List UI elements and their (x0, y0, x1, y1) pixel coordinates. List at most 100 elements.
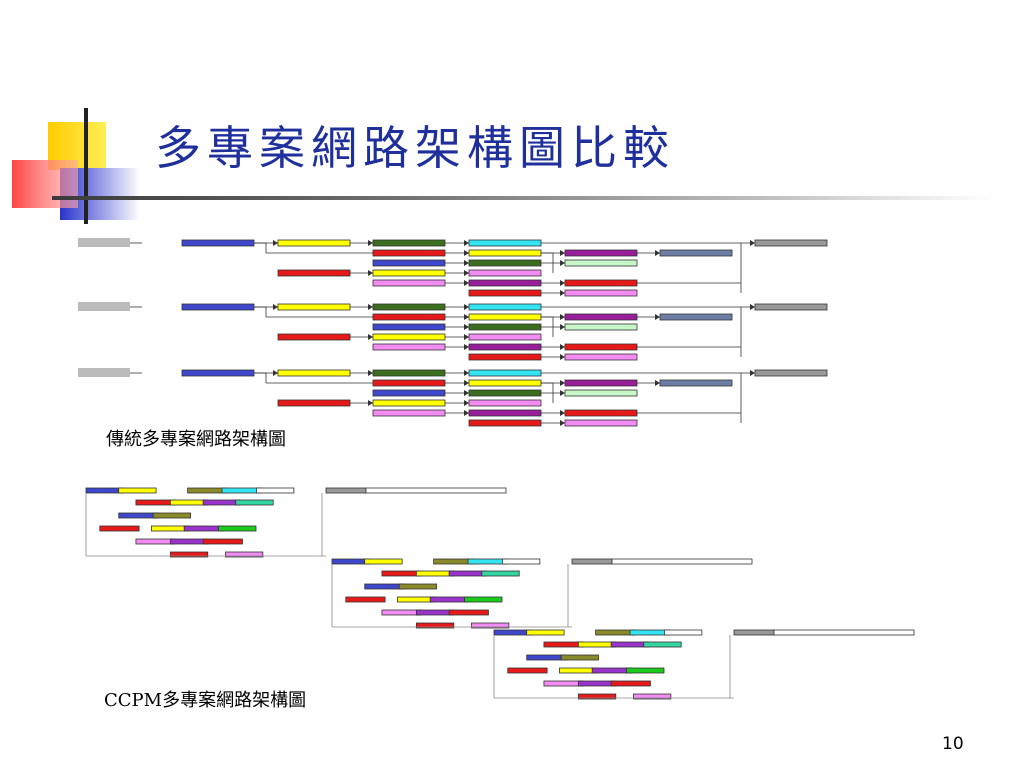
ccpm-p2-segment-6 (415, 570, 455, 577)
trad-p3-task-r1-t1 (468, 379, 542, 387)
trad-p2-arrow-r1-t3 (655, 314, 660, 320)
ccpm-p2-segment-3 (467, 558, 508, 565)
trad-p1-arrow-r0-t1 (273, 240, 278, 246)
trad-p1-task-r3-t1 (372, 269, 446, 277)
trad-p3-arrow-r3-t1 (368, 400, 373, 406)
ccpm-p1-segment-14 (218, 525, 257, 532)
trad-p3-task-r3-t2 (468, 399, 542, 407)
trad-p1-task-r1-t1 (468, 249, 542, 257)
trad-p3-task-r0-t4 (754, 369, 828, 377)
ccpm-p2-segment-16 (415, 609, 455, 616)
trad-p2-arrow-r1-t1 (464, 314, 469, 320)
ccpm-p2-segment-10 (398, 583, 437, 590)
ccpm-p2-segment-9 (364, 583, 405, 590)
ccpm-p1-segment-15 (135, 538, 176, 545)
ccpm-p3-segment-17 (610, 680, 651, 687)
ccpm-p3-segment-14 (626, 667, 665, 674)
trad-p1-task-r2-t2 (564, 259, 638, 267)
trad-p2-arrow-r5-t1 (560, 354, 565, 360)
trad-p1-task-r0-t2 (372, 239, 446, 247)
trad-p1-arrow-r2-t2 (560, 260, 565, 266)
trad-p2-arrow-r4-t1 (464, 344, 469, 350)
trad-p2-arrow-r4-t2 (560, 344, 565, 350)
ccpm-p1-segment-19 (225, 551, 264, 558)
trad-p1-task-r1-t3 (659, 249, 733, 257)
trad-p1-task-r0-t0 (181, 239, 255, 247)
trad-p1-label-stub (78, 238, 130, 247)
ccpm-p1-segment-18 (169, 551, 209, 558)
trad-p3-task-r4-t0 (372, 409, 446, 417)
ccpm-p2-segment-17 (448, 609, 489, 616)
trad-p2-task-r2-t1 (468, 323, 542, 331)
ccpm-p3-segment-1 (526, 629, 565, 636)
trad-p2-task-r1-t0 (372, 313, 446, 321)
trad-p3-task-r5-t1 (564, 419, 638, 427)
ccpm-p2-segment-1 (364, 558, 403, 565)
trad-p2-task-r0-t4 (754, 303, 828, 311)
ccpm-p1-segment-10 (152, 512, 191, 519)
ccpm-p3-segment-2 (595, 629, 636, 636)
ccpm-p2-segment-2 (433, 558, 474, 565)
trad-p2-arrow-r1-t2 (560, 314, 565, 320)
trad-p1-task-r4-t2 (564, 279, 638, 287)
trad-p3-arrow-r4-t1 (464, 410, 469, 416)
trad-p2-task-r0-t3 (468, 303, 542, 311)
trad-p1-task-r2-t0 (372, 259, 446, 267)
ccpm-p1-segment-8 (235, 499, 274, 506)
ccpm-p1-segment-2 (187, 487, 228, 494)
trad-p3-task-r1-t2 (564, 379, 638, 387)
trad-p3-arrow-r0-t4 (750, 370, 755, 376)
ccpm-p3-segment-0 (493, 629, 532, 636)
network-diagrams (78, 238, 915, 700)
ccpm-p3-segment-13 (591, 667, 632, 674)
ccpm-p1-segment-9 (118, 512, 159, 519)
ccpm-p1-segment-1 (118, 487, 157, 494)
ccpm-p3-segment-11 (507, 667, 548, 674)
ccpm-p3-segment-7 (610, 641, 649, 648)
trad-p1-arrow-r0-t2 (368, 240, 373, 246)
trad-p3-arrow-r0-t3 (464, 370, 469, 376)
trad-p3-task-r3-t0 (277, 399, 351, 407)
trad-p1-task-r5-t0 (468, 289, 542, 297)
ccpm-p2-segment-13 (429, 596, 470, 603)
trad-p3-task-r2-t0 (372, 389, 446, 397)
trad-p3-arrow-r1-t3 (655, 380, 660, 386)
trad-p1-task-r5-t1 (564, 289, 638, 297)
ccpm-p3-segment-6 (577, 641, 617, 648)
trad-p1-arrow-r4-t2 (560, 280, 565, 286)
trad-p1-task-r3-t0 (277, 269, 351, 277)
trad-p3-arrow-r0-t2 (368, 370, 373, 376)
ccpm-p3-segment-8 (643, 641, 682, 648)
ccpm-p1-segment-4 (256, 487, 295, 494)
trad-p1-task-r4-t0 (372, 279, 446, 287)
ccpm-p3-segment-5 (543, 641, 584, 648)
ccpm-p3-buffer (733, 629, 775, 636)
trad-p2-arrow-r0-t3 (464, 304, 469, 310)
ccpm-p3-segment-18 (577, 693, 617, 700)
trad-p2-task-r5-t1 (564, 353, 638, 361)
ccpm-p1-segment-17 (202, 538, 243, 545)
ccpm-p1-segment-3 (221, 487, 262, 494)
trad-p3-task-r2-t2 (564, 389, 638, 397)
trad-p2-task-r4-t2 (564, 343, 638, 351)
ccpm-p2-segment-7 (448, 570, 487, 577)
trad-p1-task-r1-t2 (564, 249, 638, 257)
trad-p3-task-r2-t1 (468, 389, 542, 397)
ccpm-p3-segment-9 (526, 654, 567, 661)
ccpm-p1-segment-12 (151, 525, 190, 532)
trad-p1-task-r2-t1 (468, 259, 542, 267)
trad-p2-task-r2-t2 (564, 323, 638, 331)
trad-p2-task-r5-t0 (468, 353, 542, 361)
trad-p2-task-r1-t2 (564, 313, 638, 321)
trad-p3-arrow-r5-t1 (560, 420, 565, 426)
ccpm-p2-segment-5 (381, 570, 422, 577)
ccpm-p1-buffer-tail (365, 487, 507, 494)
ccpm-p3-segment-10 (560, 654, 599, 661)
trad-p3-arrow-r2-t2 (560, 390, 565, 396)
caption-traditional: 傳統多專案網路架構圖 (106, 429, 286, 450)
ccpm-p2-segment-14 (464, 596, 503, 603)
trad-p3-task-r4-t2 (564, 409, 638, 417)
ccpm-p3-segment-15 (543, 680, 584, 687)
trad-p2-task-r0-t2 (372, 303, 446, 311)
trad-p2-arrow-r0-t1 (273, 304, 278, 310)
